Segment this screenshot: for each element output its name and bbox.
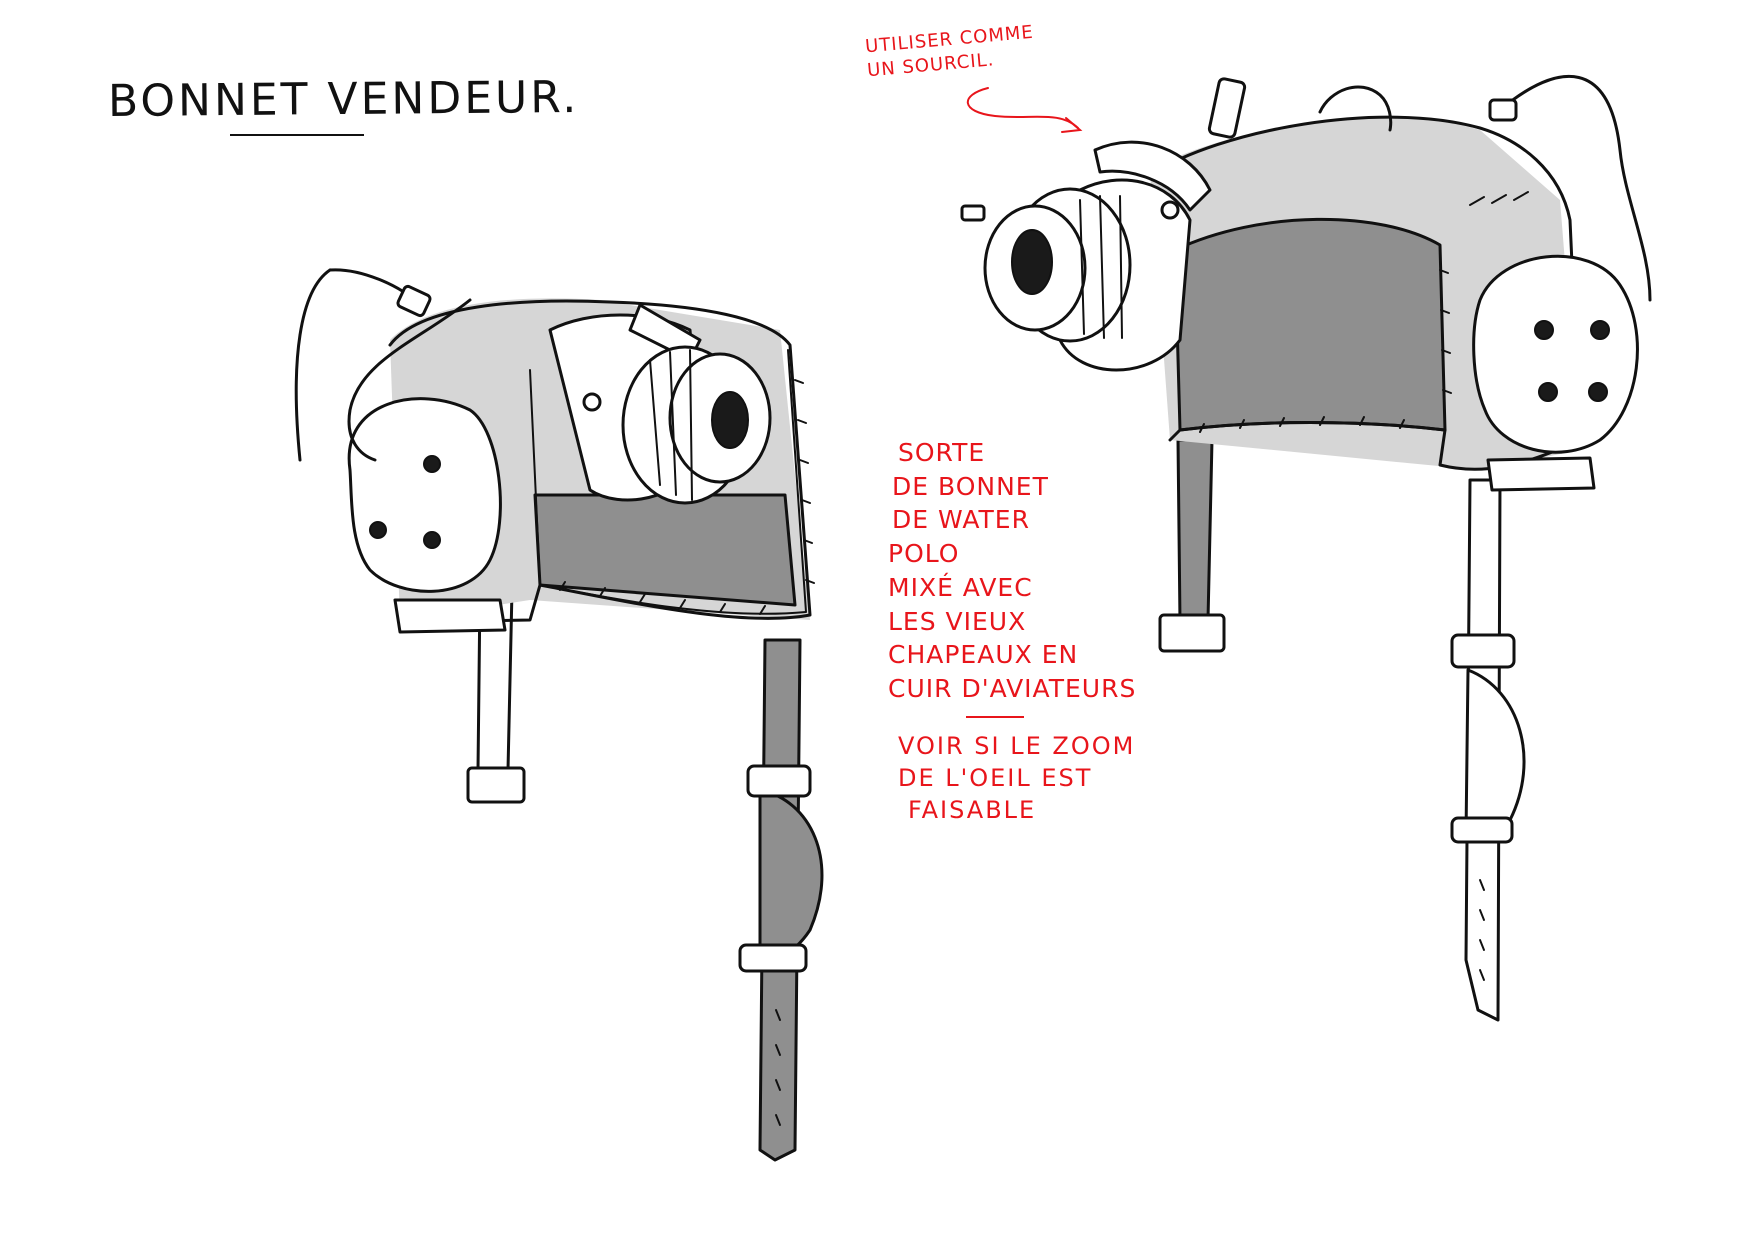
helmet-right-strap-buckle xyxy=(1450,633,1516,669)
description-line: DE WATER xyxy=(892,505,1030,535)
helmet-right-leather-panel xyxy=(1173,217,1447,432)
description-line: CUIR D'AVIATEURS xyxy=(888,673,1137,703)
helmet-right-ear-pad-bottom xyxy=(1486,456,1596,492)
annotation-arrowhead xyxy=(1061,117,1083,133)
helmet-left-ear-hole xyxy=(369,521,387,539)
helmet-right-illustration xyxy=(960,75,1652,1022)
helmet-right-screw xyxy=(1160,200,1180,220)
helmet-right-ear-hole xyxy=(1538,382,1558,402)
helmet-left-ear-hole xyxy=(423,531,441,549)
helmet-right-tube xyxy=(1318,85,1393,132)
description-line: POLO xyxy=(888,539,960,569)
helmet-left-ear-hole xyxy=(423,455,441,473)
description-line: MIXÉ AVEC xyxy=(888,572,1033,602)
helmet-left-leather-panel xyxy=(533,493,797,607)
helmet-right-tube-cylinder xyxy=(1207,77,1247,139)
annotation-arrow xyxy=(966,87,1079,129)
helmet-left-illustration xyxy=(294,268,824,1162)
helmet-left-screw xyxy=(582,392,602,412)
helmet-left-tube xyxy=(347,298,472,462)
helmet-left-piping xyxy=(529,349,807,615)
helmet-right-lens-pupil xyxy=(1011,229,1053,295)
zoom-note-line: DE L'OEIL EST xyxy=(898,764,1093,792)
helmet-left-chin-pad xyxy=(758,788,824,959)
helmet-left-strap-buckle xyxy=(738,943,808,973)
helmet-right-stitching xyxy=(1199,269,1452,433)
helmet-right-ear-hole xyxy=(1588,382,1608,402)
annotation-divider xyxy=(966,716,1024,718)
helmet-right-eyebrow-piece xyxy=(1093,140,1212,212)
description-note: SORTE DE BONNET DE WATER POLO MIXÉ AVEC … xyxy=(888,436,1136,706)
helmet-left-ear-cup xyxy=(347,397,502,593)
description-line: DE BONNET xyxy=(892,471,1049,501)
helmet-right-strap-buckle xyxy=(1450,816,1514,844)
helmet-right-side-buckle xyxy=(1158,613,1226,653)
helmet-right-tube-connector xyxy=(1488,98,1518,122)
description-line: CHAPEAUX EN xyxy=(888,640,1079,670)
helmet-left-side-buckle xyxy=(466,766,526,804)
helmet-right-side-strap xyxy=(1176,438,1214,624)
zoom-note: VOIR SI LE ZOOM DE L'OEIL EST FAISABLE xyxy=(898,730,1135,826)
helmet-left-strap-buckle xyxy=(746,764,812,798)
helmet-right-ear-hole xyxy=(1590,320,1610,340)
title-underline xyxy=(230,134,364,136)
helmet-right-lens-ridges xyxy=(1079,195,1123,339)
helmet-left-strap-holes xyxy=(775,1009,781,1126)
helmet-left-lens-ridges xyxy=(649,349,693,501)
helmet-left-tube-connector xyxy=(396,284,432,318)
helmet-left-lens-pupil xyxy=(711,391,749,449)
helmet-right-laces xyxy=(1469,191,1529,206)
helmet-right-tube xyxy=(1498,75,1652,302)
helmet-right-lens-knob xyxy=(960,204,986,222)
zoom-note-line: VOIR SI LE ZOOM xyxy=(898,732,1136,760)
description-line: LES VIEUX xyxy=(888,606,1027,636)
helmet-left-stitching xyxy=(559,379,815,615)
helmet-right-strap-holes xyxy=(1479,879,1485,981)
helmet-right-ear-hole xyxy=(1534,320,1554,340)
zoom-note-line: FAISABLE xyxy=(908,796,1037,824)
helmet-right-chin-pad xyxy=(1464,668,1526,841)
helmet-left-outline xyxy=(388,299,812,624)
description-line: SORTE xyxy=(898,438,986,467)
helmet-left-ear-pad-bottom xyxy=(393,598,507,634)
helmet-right-ear-cup xyxy=(1472,254,1639,454)
